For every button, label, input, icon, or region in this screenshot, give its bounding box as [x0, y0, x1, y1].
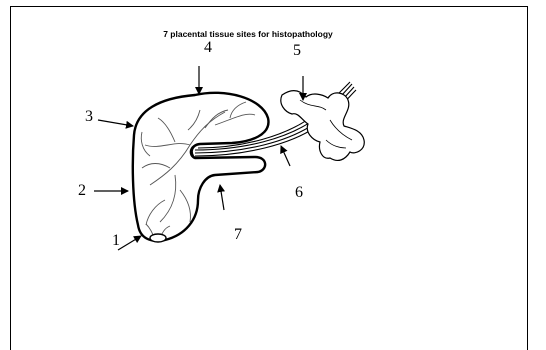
placenta-disc-outline — [133, 93, 269, 241]
arrow-site-3 — [98, 120, 133, 126]
fetal-membranes — [281, 91, 364, 161]
label-site-1: 1 — [112, 233, 120, 249]
label-site-3: 3 — [85, 109, 93, 125]
label-site-2: 2 — [78, 183, 86, 199]
label-site-7: 7 — [234, 227, 242, 243]
arrow-site-6 — [281, 146, 290, 166]
label-site-6: 6 — [295, 185, 303, 201]
cord-insertion-bulge — [150, 234, 166, 242]
arrow-site-1 — [118, 236, 141, 250]
chorionic-vessels — [141, 102, 255, 240]
label-site-4: 4 — [204, 40, 212, 56]
arrow-site-7 — [220, 185, 224, 210]
label-site-5: 5 — [293, 43, 301, 59]
